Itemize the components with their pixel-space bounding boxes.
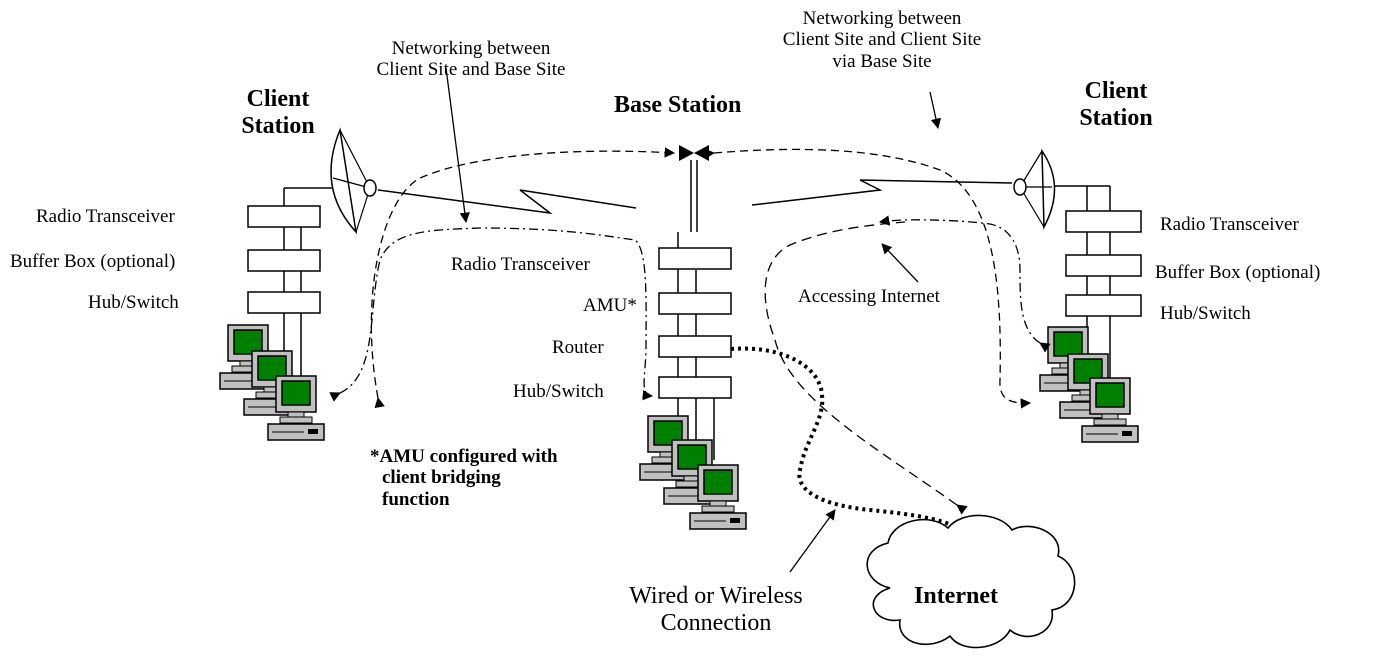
computer-icon [689,464,747,530]
path-base-to-client-right [704,148,1032,409]
satellite-dish-icon [330,127,377,235]
pointer-accessing-internet [881,243,919,283]
right-hub-box [1065,294,1142,317]
right-client-station [1013,148,1142,443]
left-hub-label: Hub/Switch [88,292,179,313]
path-accessing-internet [764,221,968,515]
left-client-title: Client Station [241,86,315,139]
left-hub-box [247,291,321,314]
right-client-title: Client Station [1079,78,1153,131]
right-radio-box [1065,210,1142,233]
base-router-box [658,335,732,358]
right-buffer-label: Buffer Box (optional) [1155,262,1321,283]
pointer-wired-wireless [789,509,836,573]
base-hub-box [658,376,732,399]
radio-link-left [377,189,637,215]
cloud-icon [866,514,1076,649]
satellite-dish-icon [1013,148,1056,230]
computer-icon [1081,377,1139,443]
net-client-base-label: Networking between Client Site and Base … [376,38,566,81]
left-buffer-label: Buffer Box (optional) [10,251,176,272]
left-client-station [219,127,377,441]
base-radio-label: Radio Transceiver [451,254,590,275]
antenna-icon [679,145,709,232]
right-buffer-box [1065,254,1142,277]
computer-icon [267,375,325,441]
right-radio-label: Radio Transceiver [1160,214,1299,235]
amu-note: *AMU configured with client bridging fun… [370,446,558,510]
base-router-label: Router [552,337,604,358]
left-buffer-box [247,249,321,272]
base-radio-box [658,247,732,270]
net-client-client-label: Networking between Client Site and Clien… [782,8,982,72]
path-right-client-dashdot [878,215,1051,353]
accessing-internet-label: Accessing Internet [798,286,940,307]
base-amu-label: AMU* [583,295,637,316]
internet-label: Internet [914,583,998,609]
path-wired-wireless [730,346,972,537]
base-station-title: Base Station [614,92,742,118]
pointer-net-client-base [445,67,470,224]
base-station [639,145,747,530]
right-hub-label: Hub/Switch [1160,303,1251,324]
wired-wireless-label: Wired or Wireless Connection [629,583,803,636]
base-hub-label: Hub/Switch [513,381,604,402]
left-radio-box [247,205,321,228]
pointer-net-client-client [929,91,942,130]
path-client-base-dashdot [329,227,654,402]
path-client-to-base-left [370,147,676,409]
left-radio-label: Radio Transceiver [36,206,175,227]
base-amu-box [658,292,732,315]
